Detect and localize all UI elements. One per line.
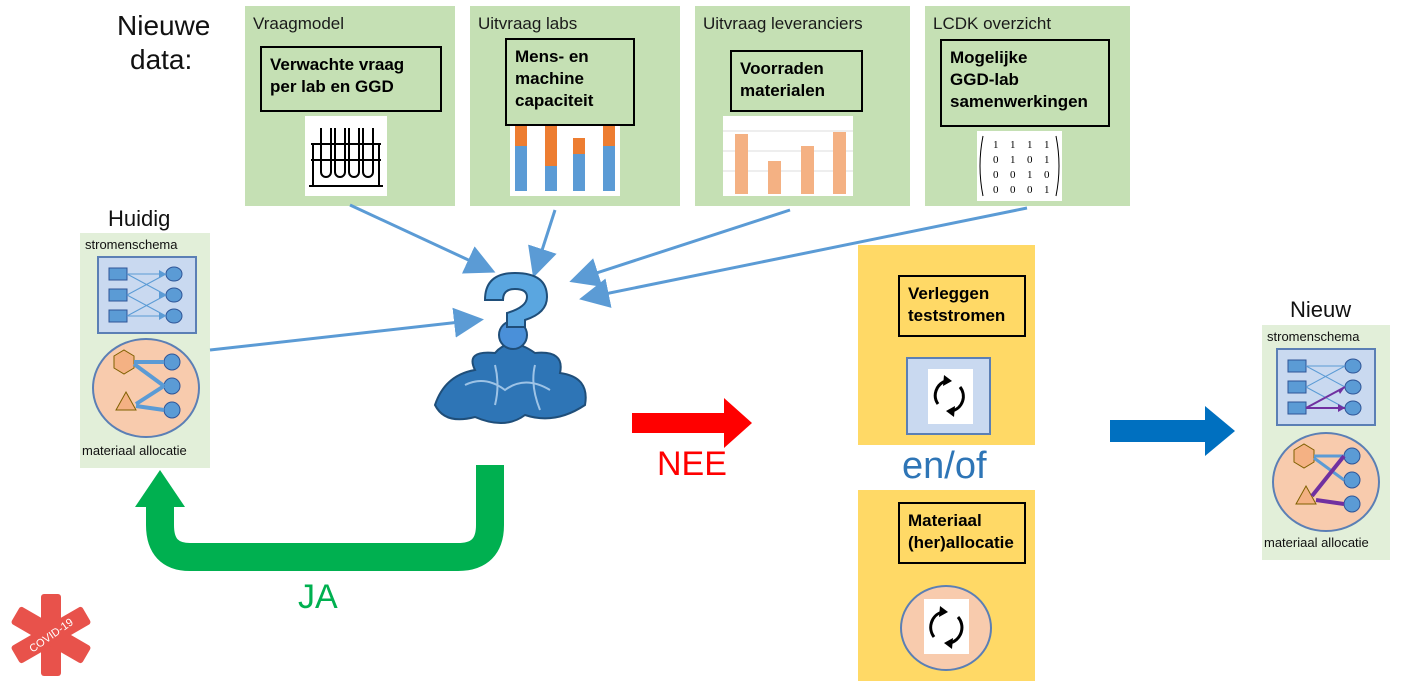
matrix-cell: 0 xyxy=(1010,169,1016,181)
matrix-cell: 1 xyxy=(1027,169,1033,181)
matrix-cell: 0 xyxy=(1044,169,1050,181)
flow-schema-label: stromenschema xyxy=(85,237,178,252)
panel-title: Vraagmodel xyxy=(253,14,345,33)
material-allocation-label: materiaal allocatie xyxy=(82,443,187,458)
no-arrow xyxy=(632,398,752,448)
flow-schema-label: stromenschema xyxy=(1267,329,1360,344)
puzzle-question-icon xyxy=(425,265,595,430)
action-reallocation-panel: Materiaal(her)allocatie xyxy=(858,490,1035,681)
flow-schema-icon xyxy=(1276,348,1376,426)
panel-title: LCDK overzicht xyxy=(933,14,1052,33)
refresh-circle-icon xyxy=(900,585,992,671)
connector-label: en/of xyxy=(902,445,987,487)
matrix-cell: 1 xyxy=(1010,139,1016,151)
new-title: Nieuw xyxy=(1290,297,1352,322)
current-state-panel: stromenschema materiaal allocatie xyxy=(80,233,210,468)
flow-schema-icon xyxy=(97,256,197,334)
matrix-cell: 0 xyxy=(1010,184,1016,196)
panel-title: Uitvraag labs xyxy=(478,14,578,33)
matrix-cell: 0 xyxy=(993,154,999,166)
matrix-cell: 1 xyxy=(993,139,999,151)
covid-logo: COVID-19 xyxy=(8,592,94,678)
matrix-cell: 0 xyxy=(1027,184,1033,196)
yes-label: JA xyxy=(298,578,338,616)
matrix-cell: 1 xyxy=(1044,154,1050,166)
matrix-cell: 1 xyxy=(1027,139,1033,151)
material-allocation-icon xyxy=(1272,432,1380,532)
no-label: NEE xyxy=(657,445,727,483)
matrix-cell: 0 xyxy=(1027,154,1033,166)
test-tubes-icon xyxy=(305,116,387,196)
bar-icon xyxy=(723,116,853,196)
action-reallocation-box: Materiaal(her)allocatie xyxy=(898,502,1026,564)
matrix-cell: 1 xyxy=(1044,139,1050,151)
stacked-bar-icon xyxy=(510,116,620,196)
panel-title: Uitvraag leveranciers xyxy=(703,14,863,33)
material-allocation-label: materiaal allocatie xyxy=(1264,535,1369,550)
heading-line2: data: xyxy=(130,44,193,75)
current-title: Huidig xyxy=(108,206,171,231)
matrix-cell: 0 xyxy=(993,184,999,196)
refresh-icon xyxy=(906,357,991,435)
matrix-cell: 0 xyxy=(993,169,999,181)
yes-loop-arrow xyxy=(130,465,525,575)
heading-line1: Nieuwe xyxy=(117,10,211,41)
matrix-cell: 1 xyxy=(1044,184,1050,196)
new-state-panel: stromenschema materiaal allocatie xyxy=(1262,325,1390,560)
material-allocation-icon xyxy=(92,338,200,438)
matrix-cell: 1 xyxy=(1010,154,1016,166)
forward-arrow xyxy=(1110,406,1235,456)
